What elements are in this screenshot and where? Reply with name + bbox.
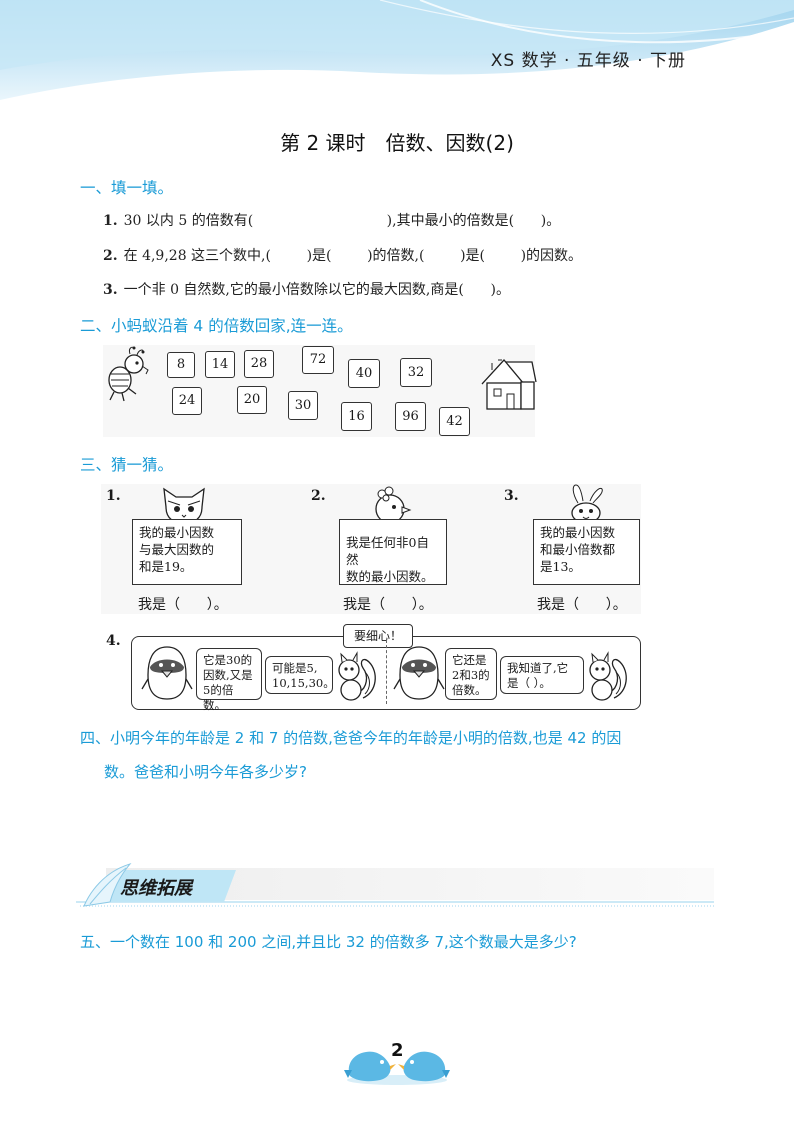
squirrel-bubble-2: 我知道了,它 是（ ）。 bbox=[500, 656, 584, 694]
comic-divider bbox=[386, 640, 387, 704]
number-card-value: 42 bbox=[446, 414, 463, 429]
question-1-2: 2. 在 4,9,28 这三个数中,( )是( )的倍数,( )是( )的因数。 bbox=[103, 245, 582, 265]
question-1-3: 3. 一个非 0 自然数,它的最小倍数除以它的最大因数,商是( )。 bbox=[103, 279, 510, 299]
question-text: 在 4,9,28 这三个数中,( )是( )的倍数,( )是( )的因数。 bbox=[123, 248, 583, 264]
guess-1-number: 1. bbox=[106, 488, 121, 504]
number-card-value: 32 bbox=[407, 365, 425, 380]
question-number: 3. bbox=[103, 282, 118, 298]
rabbit-icon bbox=[571, 484, 603, 524]
number-card-value: 8 bbox=[176, 357, 186, 372]
section-3-heading: 三、猜一猜。 bbox=[80, 456, 174, 474]
number-card[interactable]: 72 bbox=[302, 346, 334, 374]
section-1-heading: 一、填一填。 bbox=[80, 179, 174, 197]
guess-3-number: 3. bbox=[504, 488, 519, 504]
careful-badge-text: 要细心！ bbox=[353, 629, 402, 643]
number-card-value: 40 bbox=[355, 366, 373, 381]
bubble-line: 可能是5, bbox=[272, 661, 318, 675]
guess-4-number: 4. bbox=[106, 633, 121, 649]
bubble-line: 我的最小因数 bbox=[139, 525, 215, 540]
bubble-line: 和最小倍数都 bbox=[540, 542, 616, 557]
bubble-line: 数的最小因数。 bbox=[346, 569, 434, 584]
squirrel-bubble-1: 可能是5, 10,15,30。 bbox=[265, 656, 335, 694]
bird-icon bbox=[375, 486, 412, 524]
thinking-extension-banner bbox=[76, 863, 714, 907]
bubble-line: 我知道了,它 bbox=[507, 661, 569, 675]
squirrel-icon bbox=[589, 651, 627, 701]
header-wave-banner bbox=[0, 0, 794, 100]
number-card-value: 16 bbox=[348, 409, 365, 424]
number-card-value: 30 bbox=[294, 398, 312, 413]
number-card-value: 28 bbox=[250, 356, 268, 371]
number-card[interactable]: 42 bbox=[439, 407, 470, 436]
number-card-value: 24 bbox=[178, 393, 196, 408]
guess-1-answer: 我是（ ）。 bbox=[138, 597, 228, 613]
book-header-label: XS 数学 · 五年级 · 下册 bbox=[490, 51, 686, 71]
penguin-icon bbox=[393, 646, 445, 700]
penguin-icon bbox=[141, 646, 193, 700]
guess-2-number: 2. bbox=[311, 488, 326, 504]
guess-2-answer: 我是（ ）。 bbox=[343, 597, 433, 613]
bubble-line: 与最大因数的 bbox=[139, 542, 215, 557]
house-icon bbox=[481, 359, 537, 410]
number-card[interactable]: 30 bbox=[288, 391, 318, 420]
question-1-1: 1. 30 以内 5 的倍数有( ),其中最小的倍数是( )。 bbox=[103, 210, 560, 230]
number-card-value: 14 bbox=[211, 357, 229, 372]
number-card[interactable]: 14 bbox=[205, 351, 235, 378]
number-card[interactable]: 32 bbox=[400, 358, 432, 387]
number-card[interactable]: 20 bbox=[237, 386, 267, 414]
number-card[interactable]: 8 bbox=[167, 352, 195, 378]
section-5-question: 五、一个数在 100 和 200 之间,并且比 32 的倍数多 7,这个数最大是… bbox=[80, 933, 577, 951]
question-text: 30 以内 5 的倍数有( ),其中最小的倍数是( )。 bbox=[123, 213, 561, 229]
bubble-line: 和是19。 bbox=[139, 559, 193, 574]
bubble-line: 是13。 bbox=[540, 559, 581, 574]
bubble-line: 我的最小因数 bbox=[540, 525, 616, 540]
number-card-value: 72 bbox=[309, 352, 327, 367]
bubble-line: 它是30的 bbox=[203, 653, 253, 667]
number-card[interactable]: 40 bbox=[348, 359, 380, 388]
penguin-bubble-2: 它还是 2和3的 倍数。 bbox=[445, 648, 497, 700]
penguin-bubble-1: 它是30的 因数,又是 5的倍数。 bbox=[196, 648, 262, 712]
number-card[interactable]: 96 bbox=[395, 402, 426, 431]
thinking-extension-title: 思维拓展 bbox=[120, 878, 192, 899]
question-number: 1. bbox=[103, 213, 118, 229]
bubble-line: 倍数。 bbox=[452, 683, 487, 697]
bubble-line: 5的倍数。 bbox=[203, 683, 234, 712]
number-card-value: 20 bbox=[243, 392, 261, 407]
page-number: 2 bbox=[391, 1040, 404, 1061]
number-card[interactable]: 24 bbox=[172, 387, 202, 415]
careful-badge: 要细心！ bbox=[343, 624, 413, 648]
bubble-line: 10,15,30。 bbox=[272, 676, 335, 690]
number-card-value: 96 bbox=[402, 409, 419, 424]
bubble-line: 它还是 bbox=[452, 653, 487, 667]
lesson-title: 第 2 课时 倍数、因数(2) bbox=[280, 131, 514, 155]
question-text: 一个非 0 自然数,它的最小倍数除以它的最大因数,商是( )。 bbox=[123, 282, 510, 298]
guess-3-answer: 我是（ ）。 bbox=[537, 597, 627, 613]
guess-2-bubble: 我是任何非0自然 数的最小因数。 bbox=[339, 519, 447, 585]
cat-icon bbox=[163, 487, 205, 524]
section-4-line-2: 数。爸爸和小明今年各多少岁? bbox=[104, 763, 307, 781]
bubble-line: 是（ ）。 bbox=[507, 676, 551, 690]
footer-birds-icon bbox=[344, 1051, 450, 1085]
bubble-line: 2和3的 bbox=[452, 668, 490, 682]
section-4-line-1: 四、小明今年的年龄是 2 和 7 的倍数,爸爸今年的年龄是小明的倍数,也是 42… bbox=[80, 729, 622, 747]
bubble-line: 我是任何非0自然 bbox=[346, 535, 429, 567]
question-number: 2. bbox=[103, 248, 118, 264]
squirrel-icon bbox=[338, 651, 376, 701]
ant-icon bbox=[108, 346, 149, 402]
guess-3-bubble: 我的最小因数 和最小倍数都 是13。 bbox=[533, 519, 640, 585]
number-card[interactable]: 16 bbox=[341, 402, 372, 431]
section-2-heading: 二、小蚂蚁沿着 4 的倍数回家,连一连。 bbox=[80, 317, 353, 335]
bubble-line: 因数,又是 bbox=[203, 668, 253, 682]
guess-1-bubble: 我的最小因数 与最大因数的 和是19。 bbox=[132, 519, 242, 585]
number-card[interactable]: 28 bbox=[244, 350, 274, 378]
